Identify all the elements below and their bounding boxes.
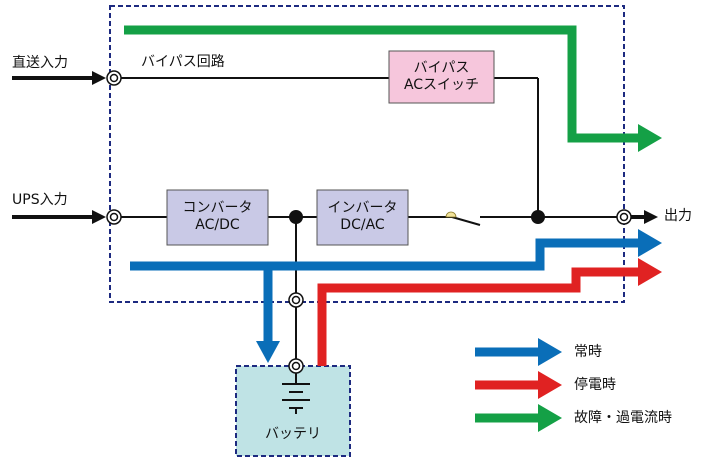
ups-input-terminal	[106, 209, 122, 225]
bypass-switch-label-line1: バイパス	[413, 60, 470, 76]
legend-outage-arrow	[475, 371, 562, 399]
normal-flow-arrow	[130, 229, 662, 271]
outage-flow-arrow	[317, 258, 662, 366]
legend-outage-label: 停電時	[574, 377, 616, 393]
inverter-box	[316, 189, 409, 246]
inverter-label-line2: DC/AC	[340, 217, 385, 233]
switch-blade	[451, 216, 481, 226]
converter-label: コンバータ AC/DC	[167, 200, 268, 234]
legend-normal-arrow	[475, 338, 562, 366]
bypass-switch-label-line2: ACスイッチ	[403, 77, 480, 93]
legend-normal-label: 常時	[574, 344, 602, 360]
battery-enclosure-terminal	[288, 292, 304, 308]
inverter-label: インバータ DC/AC	[317, 200, 408, 234]
normal-flow-to-battery-arrow	[256, 266, 280, 363]
direct-input-terminal	[106, 70, 122, 86]
legend-fault-label: 故障・過電流時	[574, 410, 672, 426]
battery-terminal	[288, 358, 304, 374]
converter-box	[166, 189, 269, 246]
legend-fault-arrow	[475, 404, 562, 432]
switch-contact-icon	[445, 211, 457, 218]
battery-icon	[282, 383, 310, 414]
output-junction-dot	[531, 210, 545, 224]
dc-junction-dot	[289, 210, 303, 224]
battery-label: バッテリ	[265, 426, 321, 442]
ups-input-arrow	[12, 210, 106, 224]
direct-input-arrow	[12, 71, 106, 85]
ups-input-label: UPS入力	[12, 192, 68, 208]
bypass-circuit-label: バイパス回路	[141, 54, 225, 70]
converter-label-line2: AC/DC	[195, 217, 240, 233]
inverter-label-line1: インバータ	[327, 200, 398, 216]
direct-input-label: 直送入力	[12, 55, 68, 71]
output-label: 出力	[664, 208, 692, 224]
converter-label-line1: コンバータ	[182, 200, 253, 216]
fault-flow-arrow	[124, 25, 662, 152]
ups-enclosure	[109, 5, 625, 303]
terminals	[106, 70, 632, 374]
output-arrow	[631, 210, 658, 224]
bypass-switch-label: バイパス ACスイッチ	[389, 60, 494, 94]
output-terminal	[616, 209, 632, 225]
bypass-switch-box	[388, 50, 495, 104]
